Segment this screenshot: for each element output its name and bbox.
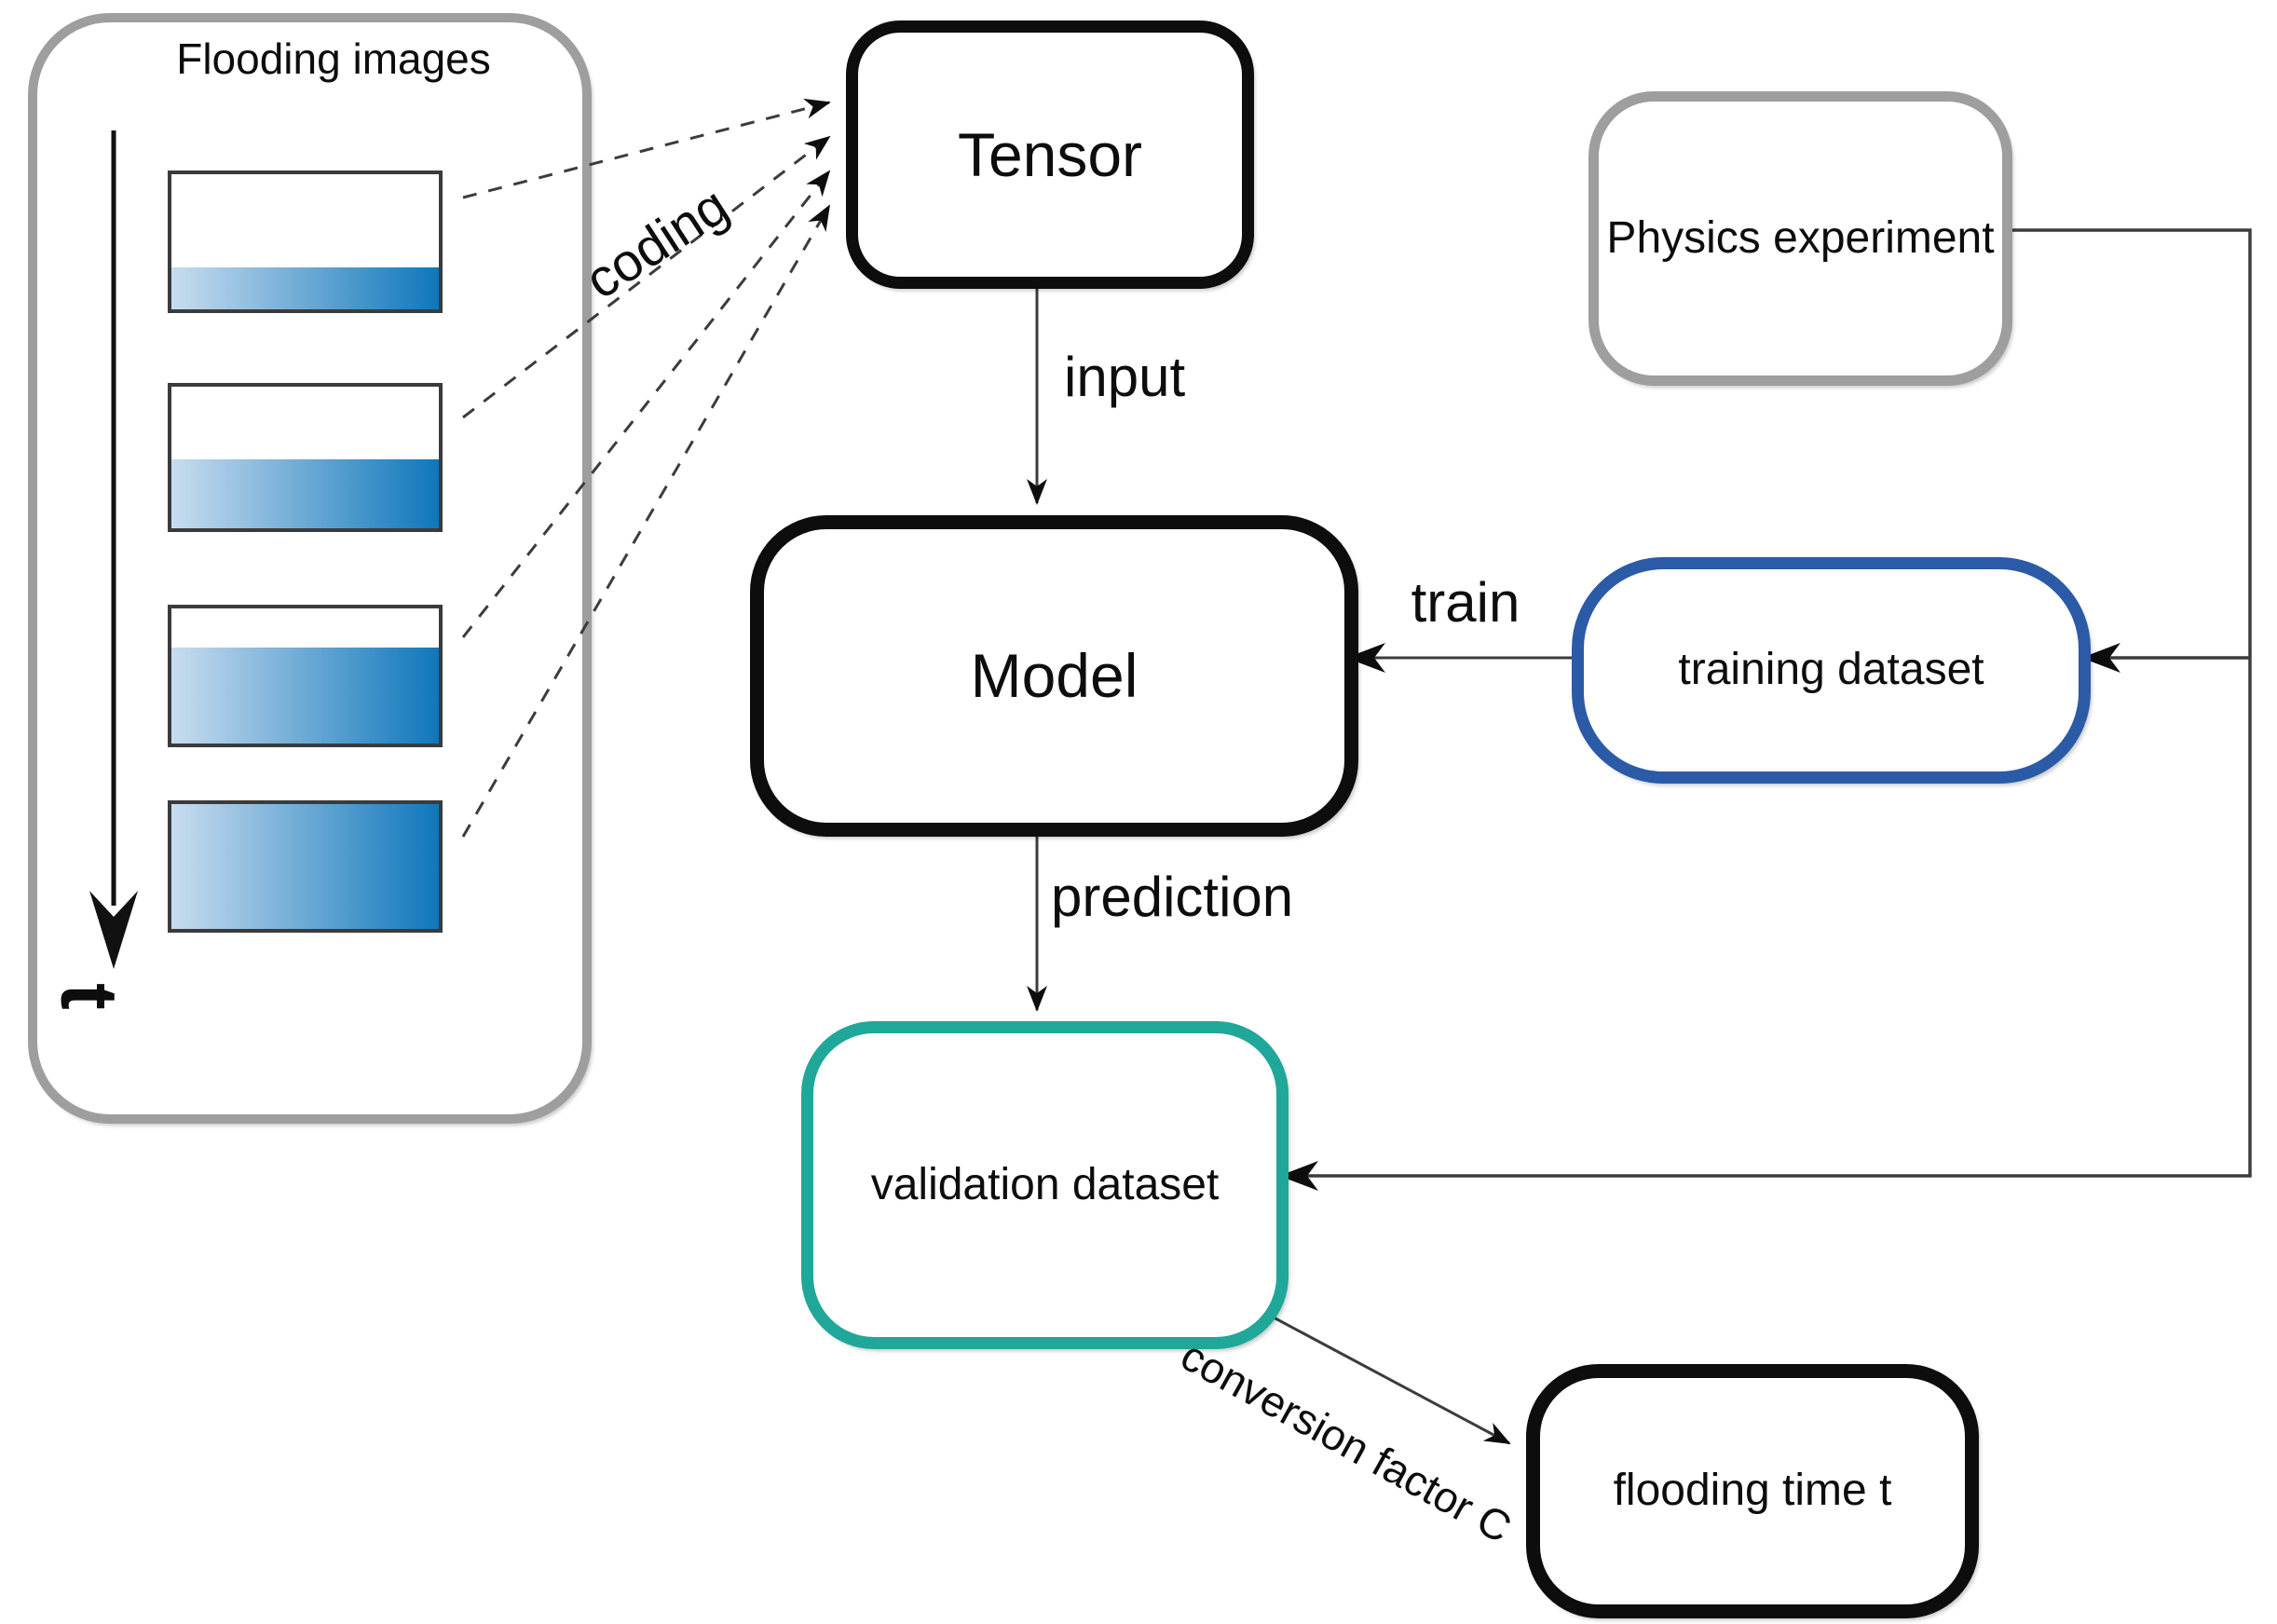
coding-arrow-4 [461,204,831,838]
physics-experiment-node: Physics experiment [1588,91,2012,386]
water-fill [171,267,439,309]
water-fill [171,458,439,528]
model-label: Model [970,641,1138,711]
edge-train-label: train [1411,571,1520,634]
training-dataset-node: training dataset [1572,557,2091,784]
edge-input-label: input [1064,346,1186,408]
physics-to-validation-arrow [1279,228,2252,1191]
flood-image-2 [168,383,443,532]
tensor-node: Tensor [846,20,1254,289]
physics-experiment-label: Physics experiment [1606,212,1995,263]
water-fill [171,648,439,744]
validation-dataset-node: validation dataset [801,1021,1288,1349]
flood-image-4 [168,800,443,933]
time-axis-label: t [44,983,134,1010]
tensor-label: Tensor [957,119,1143,189]
time-axis-arrowhead [89,891,138,969]
model-node: Model [750,515,1358,837]
validation-dataset-label: validation dataset [870,1159,1220,1209]
flooding-time-node: flooding time t [1526,1364,1979,1618]
coding-arrow-1 [462,98,831,199]
water-fill [171,804,439,929]
panel-title: Flooding images [176,34,491,83]
training-dataset-label: training dataset [1678,645,1984,695]
edge-prediction-label: prediction [1051,866,1294,928]
conversion-arrow [1259,1308,1511,1445]
flood-image-3 [168,605,443,747]
coding-arrow-3 [461,170,831,638]
flood-image-1 [168,171,443,313]
flooding-time-label: flooding time t [1613,1466,1892,1516]
